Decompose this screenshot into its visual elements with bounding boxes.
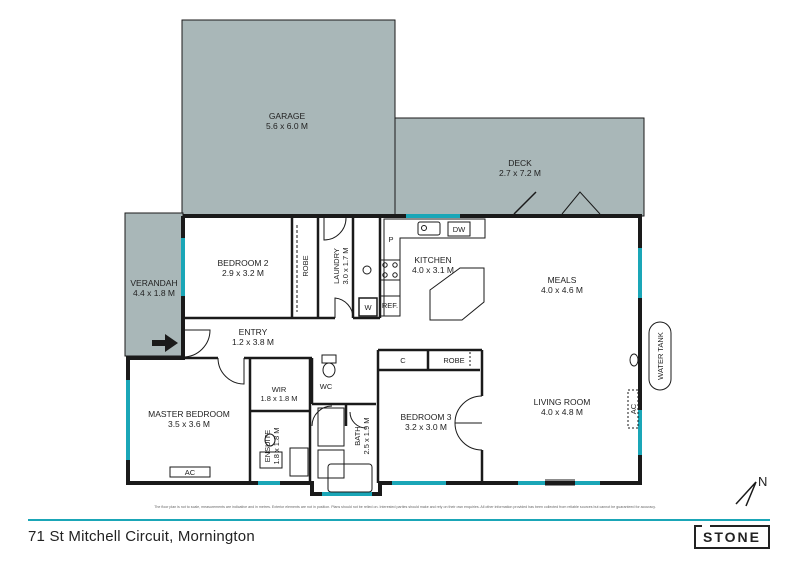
- logo-text: STONE: [703, 529, 761, 545]
- garage-label: GARAGE: [269, 111, 306, 121]
- outdoor-areas: [124, 19, 645, 357]
- verandah-label: VERANDAH: [130, 278, 177, 288]
- entry-dim: 1.2 x 3.8 M: [232, 337, 274, 347]
- garage-dim: 5.6 x 6.0 M: [266, 121, 308, 131]
- dw-label: DW: [453, 225, 466, 234]
- deck-label: DECK: [508, 158, 532, 168]
- deck-dim: 2.7 x 7.2 M: [499, 168, 541, 178]
- verandah-dim: 4.4 x 1.8 M: [133, 288, 175, 298]
- entry-label: ENTRY: [239, 327, 268, 337]
- room-labels: GARAGE 5.6 x 6.0 M DECK 2.7 x 7.2 M VERA…: [130, 111, 590, 465]
- cupboard-label: C: [400, 356, 406, 365]
- bedroom2-dim: 2.9 x 3.2 M: [222, 268, 264, 278]
- water-tank: [648, 321, 672, 391]
- water-tank-label: WATER TANK: [656, 332, 665, 380]
- ac-living-label: AC: [629, 403, 638, 414]
- fixture-labels: DW P REF. W WC C ROBE AC AC WATER TANK: [185, 225, 665, 477]
- garage-area: [181, 19, 396, 217]
- north-label: N: [758, 474, 768, 489]
- north-arrow-icon: [735, 481, 757, 507]
- living-room-dim: 4.0 x 4.8 M: [541, 407, 583, 417]
- kitchen-dim: 4.0 x 3.1 M: [412, 265, 454, 275]
- fixtures: [169, 218, 639, 493]
- robe-bed3-label: ROBE: [443, 356, 464, 365]
- laundry-dim: 3.0 x 1.7 M: [341, 247, 350, 284]
- living-room-label: LIVING ROOM: [534, 397, 591, 407]
- wc-label: WC: [320, 382, 333, 391]
- bath-dim: 2.5 x 1.9 M: [362, 417, 371, 454]
- doors: [182, 191, 601, 486]
- entry-arrow-icon: [152, 334, 178, 352]
- stone-logo: STONE: [694, 522, 770, 549]
- disclaimer-text: The floor plan is not to scale, measurem…: [154, 505, 656, 509]
- washer-label: W: [364, 303, 372, 312]
- robe-bed2-label: ROBE: [301, 255, 310, 276]
- windows: [126, 214, 642, 496]
- wir-dim: 1.8 x 1.8 M: [260, 394, 297, 403]
- bedroom3-label: BEDROOM 3: [400, 412, 451, 422]
- property-address: 71 St Mitchell Circuit, Mornington: [28, 528, 255, 545]
- ref-label: REF.: [382, 301, 398, 310]
- ensuite-label: ENSUITE: [263, 430, 272, 463]
- laundry-label: LAUNDRY: [332, 248, 341, 284]
- footer-divider: [28, 519, 770, 521]
- kitchen-label: KITCHEN: [414, 255, 451, 265]
- master-bedroom-dim: 3.5 x 3.6 M: [168, 419, 210, 429]
- bedroom2-label: BEDROOM 2: [217, 258, 268, 268]
- meals-dim: 4.0 x 4.6 M: [541, 285, 583, 295]
- ac-master-label: AC: [185, 468, 196, 477]
- meals-label: MEALS: [548, 275, 577, 285]
- pantry-label: P: [388, 235, 393, 244]
- bedroom3-dim: 3.2 x 3.0 M: [405, 422, 447, 432]
- wir-label: WIR: [272, 385, 287, 394]
- exterior-walls: [126, 214, 642, 496]
- ensuite-dim: 1.8 x 1.8 M: [272, 427, 281, 464]
- interior-floor: [128, 216, 640, 494]
- master-bedroom-label: MASTER BEDROOM: [148, 409, 230, 419]
- bath-label: BATH: [353, 426, 362, 445]
- deck-area: [394, 117, 645, 217]
